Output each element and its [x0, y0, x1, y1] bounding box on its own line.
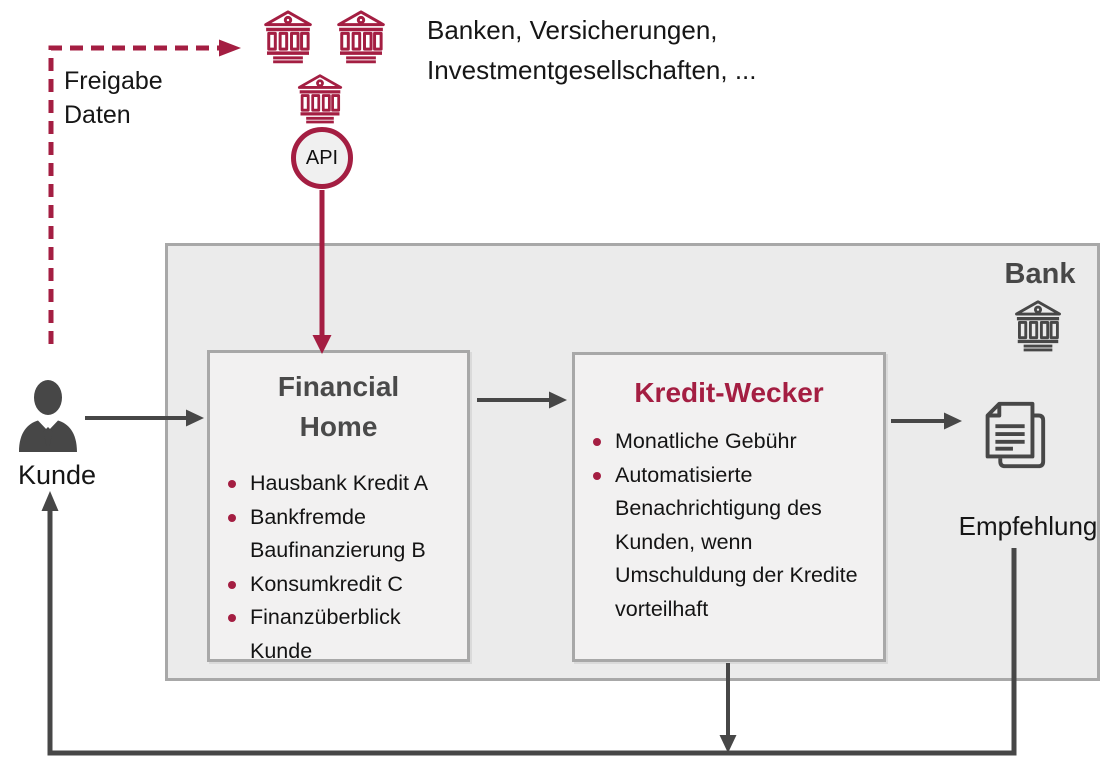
financial-home-box: Financial Home Hausbank Kredit A Bankfre…: [207, 350, 470, 663]
person-icon: [19, 380, 77, 452]
list-item: Finanzüberblick Kunde: [226, 601, 457, 668]
bank-icon: [331, 8, 391, 64]
bank-icon: [1009, 298, 1067, 352]
output-label: Empfehlung: [958, 511, 1098, 541]
kredit-wecker-box: Kredit-Wecker Monatliche Gebühr Automati…: [572, 352, 886, 662]
api-label: API: [305, 146, 339, 169]
institutions-line1: Banken, Versicherungen,: [427, 15, 718, 45]
institutions-label: Banken, Versicherungen, Investmentgesell…: [427, 10, 757, 90]
institutions-line2: Investmentgesellschaften, ...: [427, 55, 757, 85]
list-item: Monatliche Gebühr: [591, 425, 879, 459]
bank-label: Bank: [1004, 258, 1076, 290]
kredit-wecker-title: Kredit-Wecker: [634, 377, 824, 408]
api-node: API: [291, 127, 353, 189]
financial-home-list: Hausbank Kredit A Bankfremde Baufinanzie…: [210, 467, 467, 668]
financial-home-title: Financial Home: [277, 371, 400, 442]
list-item: Konsumkredit C: [226, 568, 457, 602]
list-item: Bankfremde Baufinanzierung B: [226, 501, 457, 568]
kredit-wecker-list: Monatliche Gebühr Automatisierte Benachr…: [575, 425, 883, 626]
list-item: Automatisierte Benachrichtigung des Kund…: [591, 459, 879, 627]
bank-icon: [290, 72, 350, 124]
list-item: Hausbank Kredit A: [226, 467, 457, 501]
customer-label: Kunde: [17, 460, 97, 490]
bank-icon: [258, 8, 318, 64]
documents-icon: [985, 401, 1046, 469]
freigabe-daten-label: Freigabe Daten: [64, 67, 163, 129]
